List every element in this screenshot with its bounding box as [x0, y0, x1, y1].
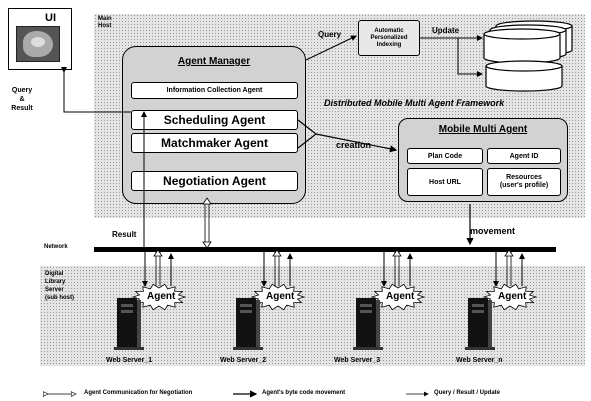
creation-arrow — [315, 133, 398, 153]
plan-code-box: Plan Code — [407, 148, 483, 164]
server-groups — [114, 249, 538, 350]
info-collection-agent-box: Information Collection Agent — [131, 82, 298, 99]
ui-box: UI — [8, 8, 72, 70]
agent-burst-icon — [482, 283, 538, 311]
plan-code-label: Plan Code — [427, 152, 463, 160]
map-globe-icon — [16, 26, 60, 62]
query-arrow — [305, 35, 357, 61]
scheduling-agent-label: Scheduling Agent — [163, 113, 266, 127]
agent-tag-3: Agent — [386, 291, 415, 302]
ui-label: UI — [45, 12, 56, 24]
host-url-box: Host URL — [407, 168, 483, 196]
server-group-4 — [465, 249, 538, 350]
movement-label: movement — [470, 226, 516, 236]
legend-negotiation: Agent Communication for Negotiation — [84, 390, 193, 396]
server-group-2 — [233, 249, 306, 350]
agent-id-box: Agent ID — [487, 148, 561, 164]
agent-burst-icon — [131, 283, 187, 311]
mobile-multi-agent-title: Mobile Multi Agent — [438, 124, 528, 135]
agent-burst-icon — [250, 283, 306, 311]
negotiation-agent-box: Negotiation Agent — [131, 171, 298, 191]
server-label-1: Web Server_1 — [106, 357, 153, 364]
matchmaker-agent-label: Matchmaker Agent — [161, 136, 268, 150]
query-label: Query — [318, 30, 342, 39]
agent-tag-2: Agent — [266, 291, 295, 302]
legend-byte-code: Agent's byte code movement — [262, 390, 346, 396]
main-host-label: Main Host — [98, 16, 112, 29]
framework-label: Distributed Mobile Multi Agent Framework — [324, 98, 505, 108]
profile-arrow — [457, 38, 483, 77]
negotiation-agent-label: Negotiation Agent — [163, 174, 266, 188]
server-label-n: Web Server_n — [456, 357, 503, 364]
agent-tag-1: Agent — [147, 291, 176, 302]
scheduling-agent-box: Scheduling Agent — [131, 110, 298, 130]
ui-query-arrow — [61, 67, 131, 113]
network-bar — [94, 247, 556, 252]
host-url-label: Host URL — [429, 178, 461, 186]
matchmaker-agent-box: Matchmaker Agent — [131, 133, 298, 153]
negotiation-link — [202, 197, 212, 249]
creation-label: creation — [336, 140, 372, 150]
user-profile-cylinder — [485, 60, 563, 92]
digital-library-label: Digital Library Server (sub host) — [45, 271, 74, 301]
agent-manager-title: Agent Manager — [177, 56, 251, 67]
server-group-3 — [353, 249, 426, 350]
agent-burst-icon — [370, 283, 426, 311]
update-label: Update — [432, 26, 460, 35]
server-group-1 — [114, 249, 187, 350]
automatic-indexing-box: Automatic Personalized Indexing — [358, 20, 420, 56]
server-label-3: Web Server_3 — [334, 357, 381, 364]
server-label-2: Web Server_2 — [220, 357, 267, 364]
query-result-label: Query & Result — [11, 87, 33, 112]
result-label: Result — [112, 230, 137, 239]
network-label: Network — [44, 244, 68, 250]
creation-fork — [297, 119, 317, 149]
resources-box: Resources (user's profile) — [487, 168, 561, 196]
automatic-indexing-label: Automatic Personalized Indexing — [370, 27, 408, 48]
agent-tag-n: Agent — [498, 291, 527, 302]
agent-id-label: Agent ID — [509, 152, 539, 160]
resources-label: Resources (user's profile) — [499, 174, 549, 189]
info-collection-agent-label: Information Collection Agent — [166, 87, 263, 94]
legend-query: Query / Result / Update — [434, 390, 501, 396]
user-library-cylinder — [483, 20, 573, 64]
